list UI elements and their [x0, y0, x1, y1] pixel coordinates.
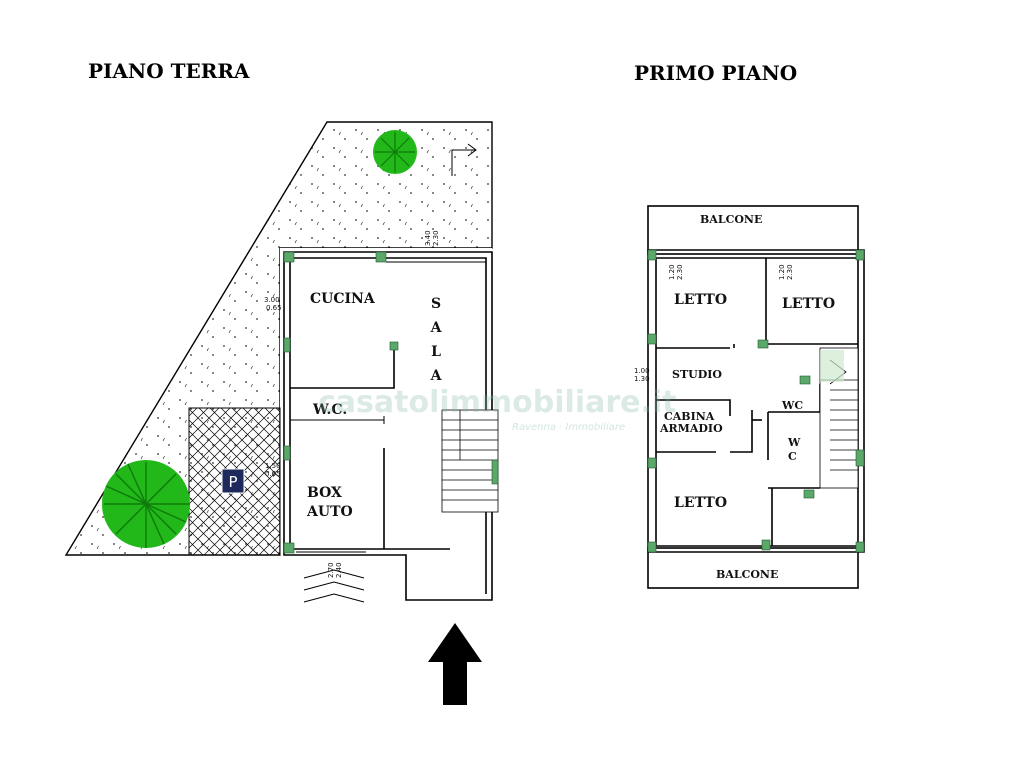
tree-small-icon [373, 130, 417, 174]
room-label-letto-2: LETTO [782, 296, 835, 312]
north-marker-icon [451, 143, 477, 176]
dim-first-1b: 2.30 [676, 264, 684, 280]
room-label-sala: S A L A [430, 296, 443, 384]
room-label-letto-3: LETTO [674, 495, 727, 511]
dim-first-3b: 1.30 [634, 375, 650, 383]
sala-letter-1: S [431, 296, 441, 312]
room-label-box: BOX [307, 485, 342, 501]
room-label-armadio: ARMADIO [659, 422, 723, 435]
room-label-wc-1: WC [781, 399, 803, 412]
ground-floor-title: PIANO TERRA [88, 59, 250, 83]
tree-large-icon [102, 460, 190, 548]
watermark-subtext: Ravenna · Immobiliare [512, 422, 625, 433]
parking-area: P [188, 407, 281, 556]
dim-ground-1a: 3.40 [424, 230, 432, 246]
dim-ground-2b: 0.65 [266, 304, 282, 312]
dim-first-2a: 1.20 [778, 264, 786, 280]
dim-ground-3a: 1.50 [265, 462, 281, 470]
room-label-wc-2-c: C [788, 450, 797, 463]
dim-first-2b: 2.30 [786, 264, 794, 280]
ground-floor-walls [283, 251, 499, 603]
dim-ground-4b: 2.40 [335, 562, 343, 578]
sala-letter-3: L [431, 344, 441, 360]
sala-letter-4: A [430, 368, 443, 384]
room-label-studio: STUDIO [672, 368, 722, 381]
dim-ground-1b: 2.30 [432, 230, 440, 246]
dim-ground-2a: 3.00 [264, 296, 280, 304]
parking-badge [221, 468, 245, 494]
dim-ground-3b: 0.65 [265, 470, 281, 478]
first-floor-walls [647, 205, 865, 589]
room-label-wc-2-w: W [787, 436, 801, 449]
room-label-letto-1: LETTO [674, 292, 727, 308]
first-floor-title: PRIMO PIANO [634, 61, 797, 85]
garden-area [64, 121, 493, 556]
room-label-balcone-top: BALCONE [700, 213, 762, 226]
watermark-logo: casatolimmobiliare.it [318, 385, 677, 420]
room-label-auto: AUTO [306, 504, 353, 520]
room-label-cabina: CABINA [664, 410, 715, 423]
room-label-balcone-bottom: BALCONE [716, 568, 778, 581]
parking-symbol: P [228, 473, 237, 491]
entrance-arrow-icon [428, 623, 482, 705]
dim-first-3a: 1.00 [634, 367, 650, 375]
sala-letter-2: A [430, 320, 443, 336]
room-label-wc: W.C. [312, 402, 347, 418]
dim-ground-4a: 2.70 [327, 562, 335, 578]
dim-first-1a: 1.20 [668, 264, 676, 280]
room-label-cucina: CUCINA [310, 291, 376, 307]
